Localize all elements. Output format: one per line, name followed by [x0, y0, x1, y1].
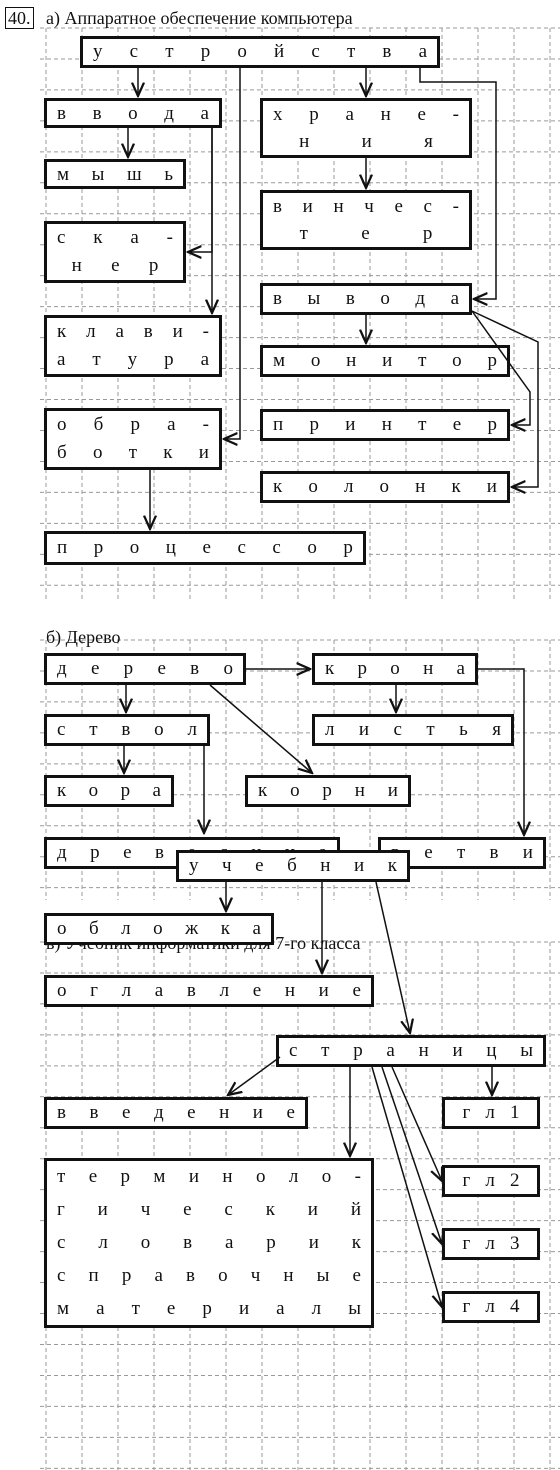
exercise-number: 40. — [5, 7, 34, 29]
heading-a: а) Аппаратное обеспечение компьютера — [46, 8, 353, 28]
heading-b: б) Дерево — [46, 627, 121, 647]
